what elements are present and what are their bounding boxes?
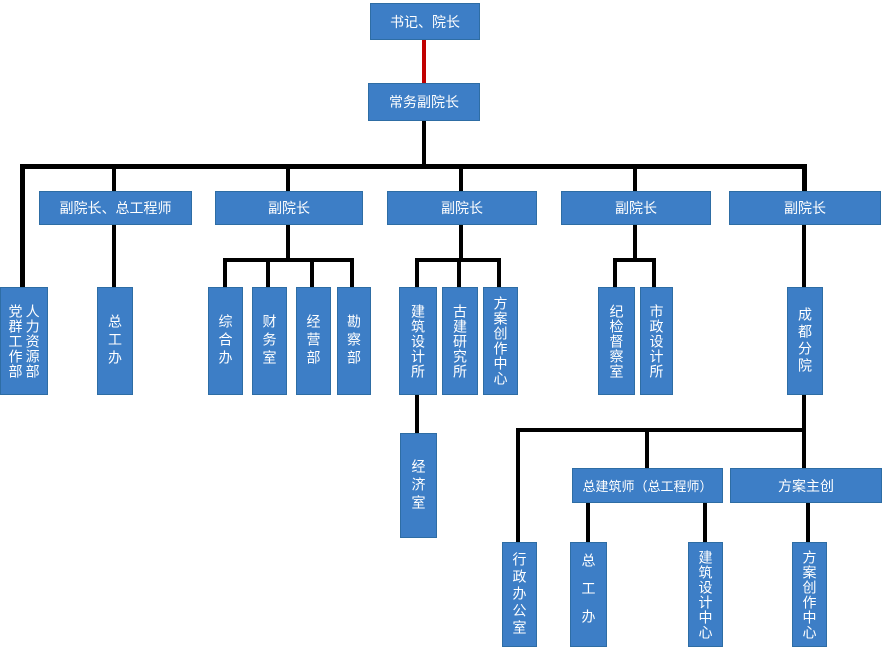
node-label: 成都分院 (797, 307, 814, 375)
node-label: 党群工作部 (7, 303, 24, 379)
node-exec-vice-dean[interactable]: 常务副院长 (368, 83, 480, 121)
connector-line (223, 262, 227, 287)
node-vice-dean-1[interactable]: 副院长 (215, 191, 363, 225)
node-label: 古建研究所 (452, 303, 469, 379)
connector-splitter (415, 258, 501, 262)
node-general-office[interactable]: 综合办 (208, 287, 243, 395)
connector-branch-bar (516, 428, 806, 432)
connector-line (457, 262, 461, 287)
connector-line (286, 169, 290, 192)
node-chief-engineer-office[interactable]: 总工办 (97, 287, 133, 395)
connector-line (350, 262, 354, 287)
node-operations-dept[interactable]: 经营部 (296, 287, 331, 395)
connector-line (652, 262, 656, 287)
node-label: 建筑设计中心 (697, 549, 714, 640)
connector-line (613, 262, 617, 287)
connector-line (415, 262, 419, 287)
node-finance-office[interactable]: 财务室 (252, 287, 287, 395)
connector-line (806, 503, 810, 542)
node-label: 人力资源部 (24, 303, 41, 379)
connector-line (112, 225, 116, 287)
node-survey-dept[interactable]: 勘察部 (337, 287, 371, 395)
connector-line (497, 262, 501, 287)
connector-line (266, 262, 270, 287)
node-secretary-dean[interactable]: 书记、院长 (370, 3, 480, 40)
node-admin-office[interactable]: 行政办公室 (502, 542, 537, 647)
node-scheme-creation-center-branch[interactable]: 方案创作中心 (792, 542, 827, 647)
node-label: 综合办 (217, 314, 234, 368)
node-vice-dean-chief-engineer[interactable]: 副院长、总工程师 (39, 191, 192, 225)
node-label: 经营部 (305, 314, 322, 368)
node-label: 财务室 (261, 314, 278, 368)
node-vice-dean-2[interactable]: 副院长 (387, 191, 537, 225)
dual-label-columns: 党群工作部 人力资源部 (7, 303, 41, 379)
connector-line (586, 503, 590, 542)
node-chengdu-branch[interactable]: 成都分院 (787, 287, 823, 395)
node-economics-office[interactable]: 经济室 (400, 433, 437, 538)
connector-line (802, 394, 806, 432)
connector-root-highlight (422, 40, 426, 83)
node-label: 方案创作中心 (492, 296, 509, 386)
connector-line (516, 432, 520, 542)
node-label: 常务副院长 (389, 94, 459, 110)
node-label: 方案创作中心 (801, 549, 818, 640)
node-label: 行政办公室 (511, 552, 528, 637)
node-architectural-design-institute[interactable]: 建筑设计所 (399, 287, 437, 395)
node-scheme-creation-center[interactable]: 方案创作中心 (483, 287, 518, 395)
connector-splitter (223, 258, 354, 262)
node-ancient-architecture-institute[interactable]: 古建研究所 (442, 287, 478, 395)
node-party-mass-hr-dept[interactable]: 党群工作部 人力资源部 (0, 287, 48, 395)
node-label: 总工办 (107, 314, 124, 368)
connector-line (286, 225, 290, 261)
node-municipal-design-institute[interactable]: 市政设计所 (640, 287, 673, 395)
node-discipline-inspection-office[interactable]: 纪检督察室 (598, 287, 635, 395)
node-vice-dean-4[interactable]: 副院长 (729, 191, 881, 225)
connector-line (310, 262, 314, 287)
connector-line (415, 394, 419, 433)
connector-splitter (613, 258, 656, 262)
node-vice-dean-3[interactable]: 副院长 (561, 191, 711, 225)
connector-line (20, 164, 25, 288)
connector-line (802, 225, 806, 287)
connector-line (703, 503, 707, 542)
node-label: 总建筑师（总工程师） (582, 479, 713, 494)
node-label: 经济室 (410, 458, 427, 513)
node-scheme-lead[interactable]: 方案主创 (730, 468, 882, 503)
node-label: 总工办 (580, 552, 597, 637)
connector-line (633, 169, 637, 192)
node-label: 市政设计所 (648, 303, 665, 379)
node-label: 副院长 (784, 200, 826, 216)
connector-line (459, 169, 463, 192)
node-label: 纪检督察室 (608, 303, 625, 379)
node-chief-engineer-office-branch[interactable]: 总工办 (570, 542, 607, 647)
connector-line (422, 121, 426, 169)
node-label: 副院长 (615, 200, 657, 216)
node-label: 勘察部 (346, 314, 363, 368)
node-label: 副院长 (441, 200, 483, 216)
node-architectural-design-center[interactable]: 建筑设计中心 (688, 542, 723, 647)
connector-main-bar (20, 164, 807, 169)
connector-line (645, 432, 649, 468)
connector-line (633, 225, 637, 261)
node-label: 建筑设计所 (410, 303, 427, 379)
node-chief-architect[interactable]: 总建筑师（总工程师） (572, 468, 723, 503)
node-label: 副院长、总工程师 (59, 200, 172, 216)
connector-line (112, 169, 116, 192)
connector-line (802, 169, 807, 192)
node-label: 书记、院长 (390, 13, 460, 30)
node-label: 副院长 (268, 200, 310, 216)
node-label: 方案主创 (778, 477, 834, 494)
connector-line (459, 225, 463, 261)
connector-line (802, 432, 806, 468)
